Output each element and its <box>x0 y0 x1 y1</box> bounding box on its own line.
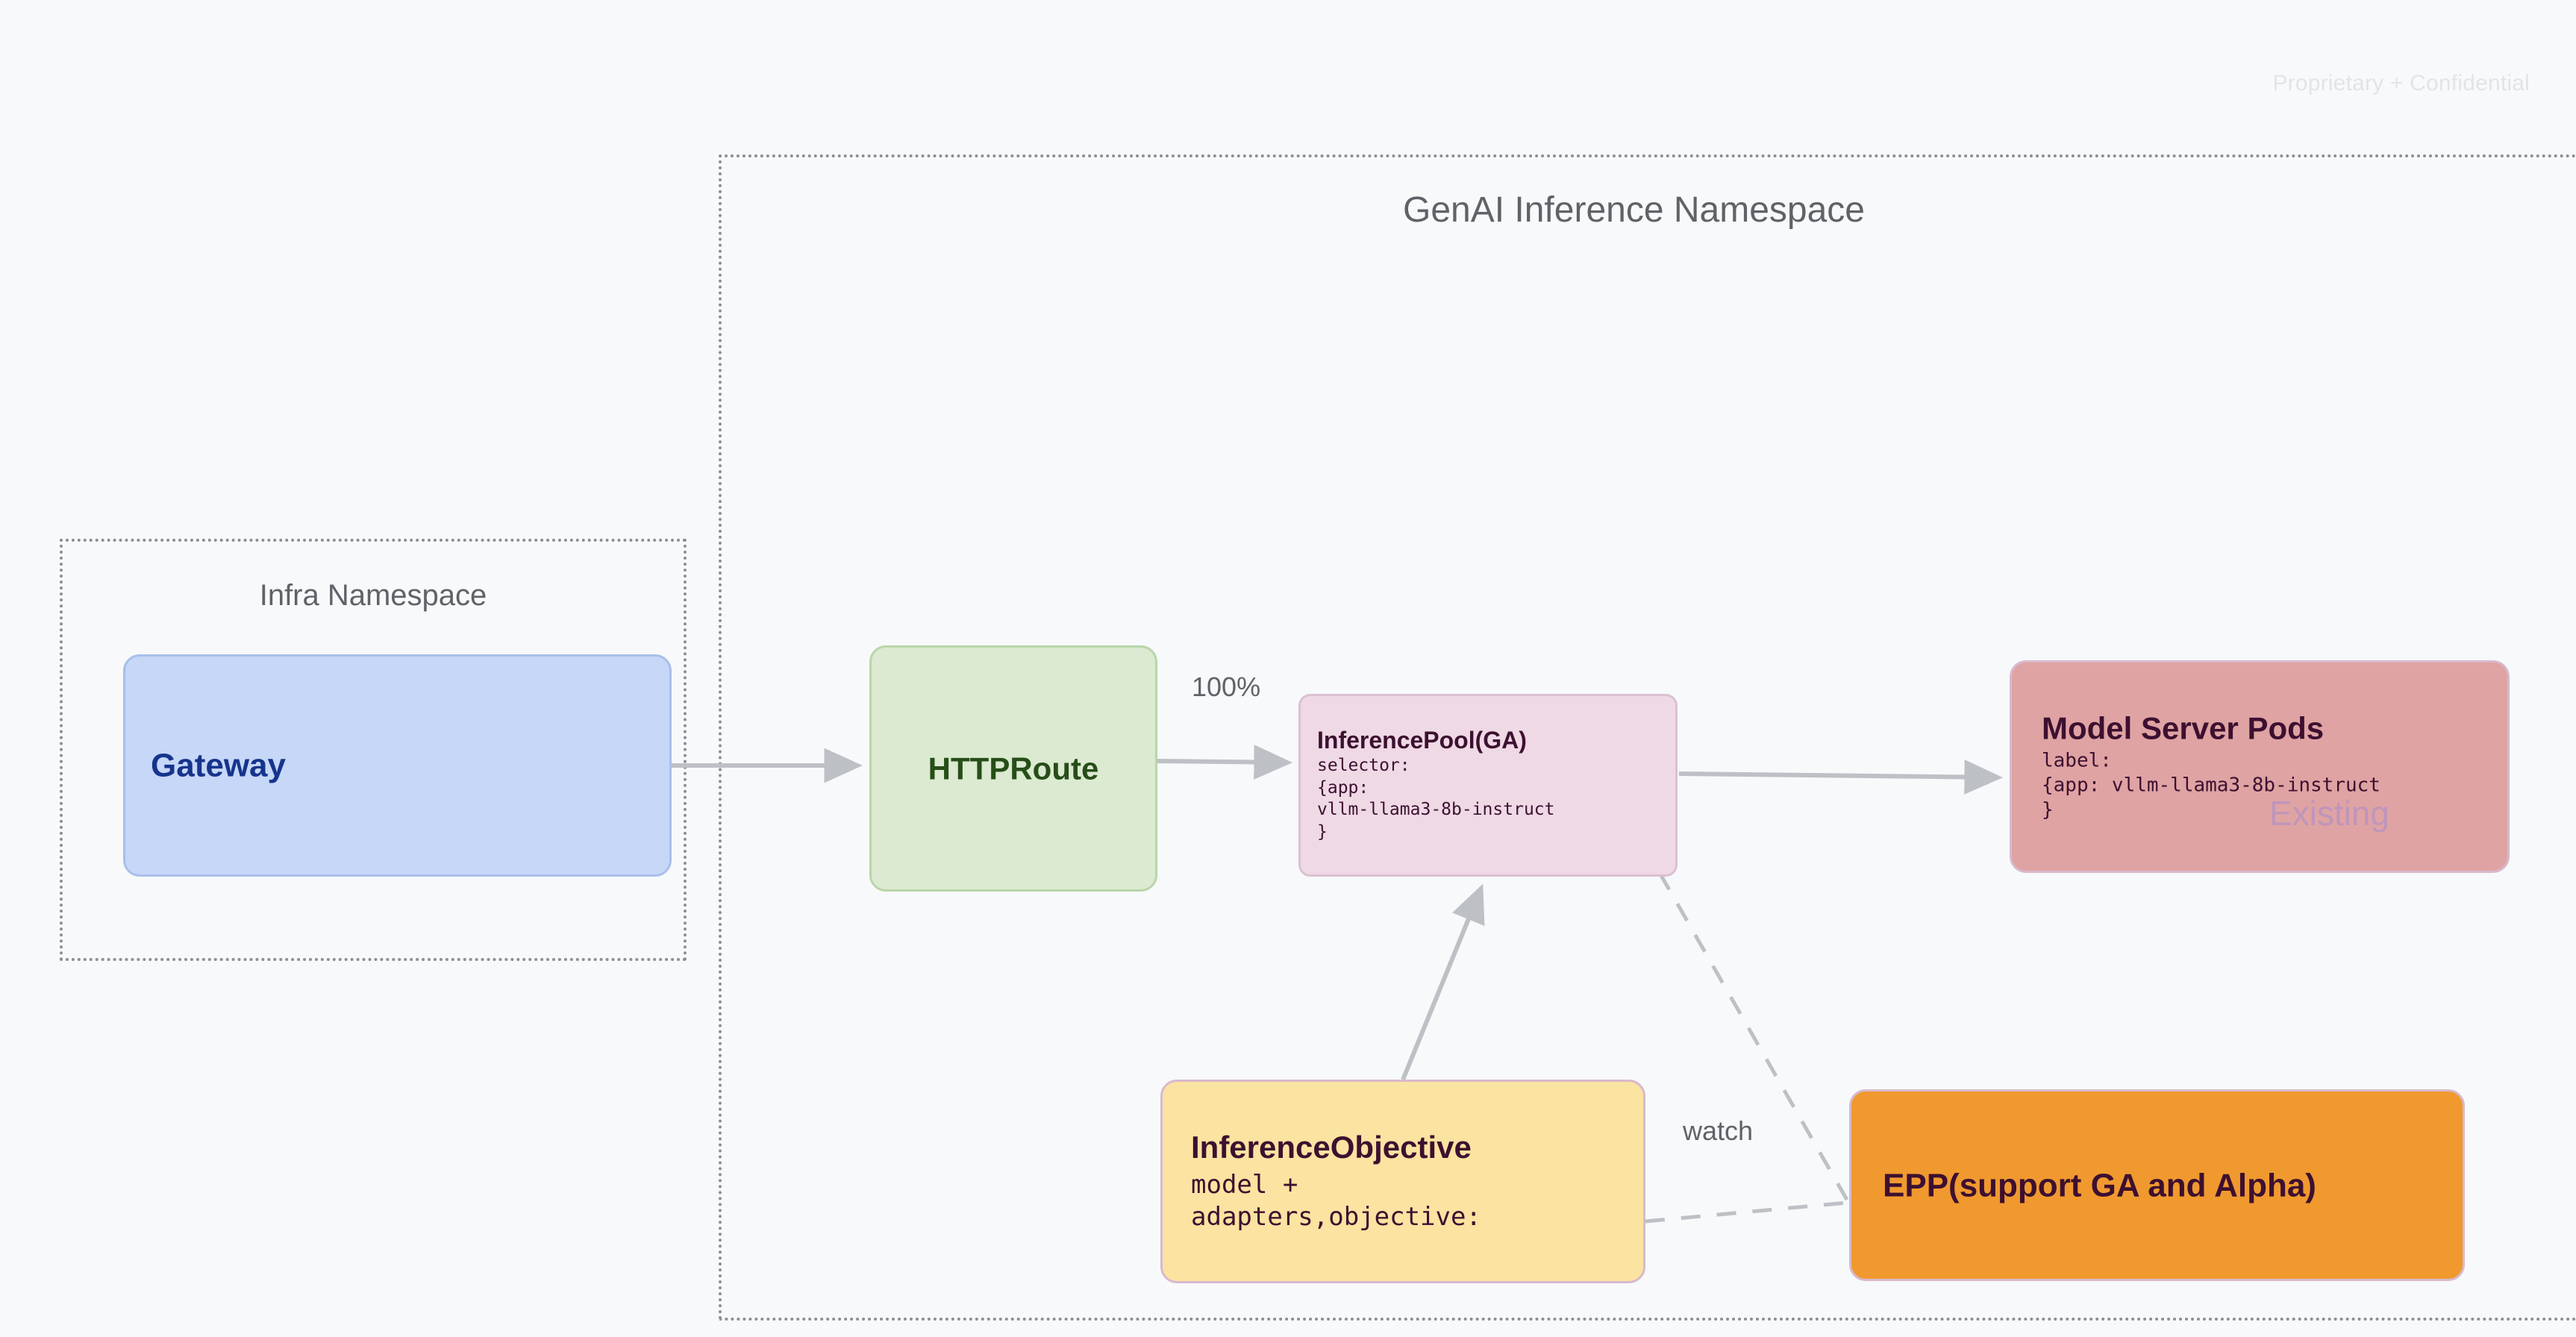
node-gateway-content: Gateway <box>125 747 669 783</box>
node-inference-pool-content: InferencePool(GA) selector: {app: vllm-l… <box>1301 727 1675 844</box>
existing-badge: Existing <box>2269 794 2389 833</box>
node-httproute[interactable]: HTTPRoute <box>869 645 1157 892</box>
node-inference-objective[interactable]: InferenceObjective model + adapters,obje… <box>1160 1080 1645 1283</box>
node-inference-pool-body: selector: {app: vllm-llama3-8b-instruct … <box>1317 756 1555 842</box>
edge-label-traffic-weight: 100% <box>1192 671 1261 702</box>
genai-namespace-title: GenAI Inference Namespace <box>1402 190 1865 230</box>
node-gateway-title: Gateway <box>151 747 286 784</box>
confidential-notice: Proprietary + Confidential <box>2272 71 2530 96</box>
node-epp-title: EPP(support GA and Alpha) <box>1883 1166 2316 1203</box>
node-model-server-pods[interactable]: Model Server Pods label: {app: vllm-llam… <box>2010 660 2510 873</box>
node-inference-objective-body: model + adapters,objective: <box>1191 1169 1481 1233</box>
node-inference-pool[interactable]: InferencePool(GA) selector: {app: vllm-l… <box>1298 694 1678 877</box>
infra-namespace-container: Infra Namespace <box>60 539 687 961</box>
node-inference-objective-content: InferenceObjective model + adapters,obje… <box>1163 1129 1643 1233</box>
genai-namespace-container: GenAI Inference Namespace <box>719 154 2576 1321</box>
node-model-server-pods-content: Model Server Pods label: {app: vllm-llam… <box>2012 710 2507 823</box>
node-model-server-pods-body: label: {app: vllm-llama3-8b-instruct } <box>2042 749 2380 821</box>
node-epp-content: EPP(support GA and Alpha) <box>1851 1167 2463 1203</box>
infra-namespace-title: Infra Namespace <box>259 579 487 612</box>
node-gateway[interactable]: Gateway <box>123 654 672 877</box>
node-model-server-pods-title: Model Server Pods <box>2042 710 2325 746</box>
edge-label-watch: watch <box>1683 1115 1754 1146</box>
node-httproute-title: HTTPRoute <box>928 751 1099 786</box>
node-inference-objective-title: InferenceObjective <box>1191 1129 1472 1165</box>
node-epp[interactable]: EPP(support GA and Alpha) <box>1849 1089 2465 1281</box>
node-inference-pool-title: InferencePool(GA) <box>1317 726 1527 754</box>
node-httproute-content: HTTPRoute <box>872 751 1155 786</box>
